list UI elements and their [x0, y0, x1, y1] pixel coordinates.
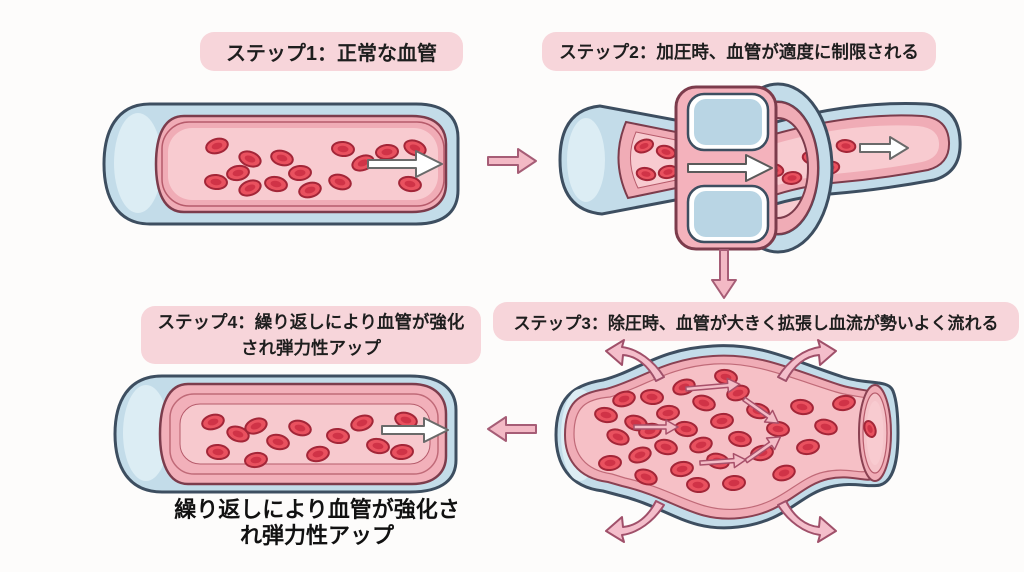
inner-flow-arrow-icon [633, 419, 679, 435]
red-blood-cell [250, 422, 262, 430]
red-blood-cell [796, 403, 808, 411]
flow-arrow-icon [687, 154, 773, 182]
red-blood-cell [312, 450, 324, 458]
red-blood-cell [695, 441, 707, 449]
step1-label: ステップ1：正常な血管 [200, 32, 463, 71]
red-blood-cell [716, 417, 728, 425]
red-blood-cell [232, 169, 244, 177]
red-blood-cell [337, 145, 349, 153]
red-blood-cell [294, 424, 306, 432]
red-blood-cell [250, 456, 262, 464]
red-blood-cell [604, 459, 616, 467]
red-blood-cell [356, 419, 368, 427]
step2-label: ステップ2：加圧時、血管が適度に制限される [542, 32, 936, 71]
red-blood-cell [728, 479, 740, 487]
vessel-step1-normal [102, 102, 460, 226]
expansion-arrow-icon [777, 500, 837, 543]
red-blood-cell [661, 149, 671, 155]
red-blood-cell [210, 178, 222, 186]
red-blood-cell [692, 481, 704, 489]
red-blood-cell [787, 175, 797, 181]
step3-to-step4-arrow-icon [487, 416, 537, 442]
rbc-group [201, 411, 418, 469]
red-blood-cell [680, 425, 692, 433]
red-blood-cell [244, 155, 256, 163]
red-blood-cell [698, 399, 710, 407]
rbc-group [204, 137, 427, 199]
rbc-group-left [633, 138, 679, 182]
red-blood-cell [276, 154, 288, 162]
wall-inner-line [161, 121, 445, 207]
red-blood-cell [663, 169, 673, 175]
vessel-step3-dilated [554, 339, 900, 543]
red-blood-cell [820, 423, 832, 431]
red-blood-cell [838, 399, 850, 407]
red-blood-cell [646, 393, 658, 401]
red-blood-cell [211, 142, 223, 150]
flow-arrow-icon [859, 136, 909, 160]
red-blood-cell [732, 389, 744, 397]
red-blood-cell [396, 448, 408, 456]
step3-label: ステップ3：除圧時、血管が大きく拡張し血流が勢いよく流れる [493, 302, 1019, 341]
red-blood-cell [612, 433, 624, 441]
red-blood-cell [404, 180, 416, 188]
red-blood-cell [212, 448, 224, 456]
red-blood-cell [618, 395, 630, 403]
expansion-arrow-icon [605, 500, 665, 543]
inner-flow-arrows [633, 377, 782, 469]
red-blood-cell [639, 142, 649, 150]
red-blood-cell [232, 430, 244, 438]
flow-arrow-icon [381, 417, 449, 443]
red-blood-cell [207, 418, 219, 426]
red-blood-cell [676, 465, 688, 473]
red-blood-cell [381, 148, 393, 156]
vessel-step4-strengthened [113, 374, 458, 494]
red-blood-cell [641, 171, 651, 177]
step2-to-step3-arrow-icon [711, 249, 737, 299]
vessel-end-highlight [123, 385, 169, 481]
inner-flow-arrow-icon [744, 436, 782, 464]
red-blood-cell [841, 143, 851, 149]
cuff-patch-bottom [694, 191, 762, 237]
bottom-caption: 繰り返しにより血管が強化され弾力性アップ [174, 497, 460, 548]
left-end-highlight [567, 118, 605, 202]
red-blood-cell [400, 416, 412, 424]
red-blood-cell [304, 186, 316, 194]
red-blood-cell [802, 443, 814, 451]
rbc-group [594, 368, 877, 494]
red-blood-cell [734, 435, 746, 443]
red-blood-cell [332, 432, 344, 440]
vessel-end-highlight [114, 113, 162, 213]
red-blood-cell [334, 178, 346, 186]
red-blood-cell [244, 184, 256, 192]
red-blood-cell [357, 159, 369, 167]
red-blood-cell [294, 169, 306, 177]
inner-flow-arrow-icon [685, 377, 741, 394]
red-blood-cell [270, 180, 282, 188]
red-blood-cell [867, 425, 873, 433]
step1-to-step2-arrow-icon [487, 148, 537, 174]
vessel-lumen [168, 128, 438, 200]
red-blood-cell [272, 438, 284, 446]
red-blood-cell [409, 144, 421, 152]
step4-label: ステップ4：繰り返しにより血管が強化され弾力性アップ [141, 306, 481, 364]
red-blood-cell [660, 443, 672, 451]
red-blood-cell [600, 411, 612, 419]
inner-flow-arrow-icon [699, 452, 747, 469]
red-blood-cell [634, 451, 646, 459]
red-blood-cell [372, 442, 384, 450]
red-blood-cell [640, 473, 652, 481]
cuff-patch-top [694, 99, 762, 145]
inner-flow-arrow-icon [742, 396, 780, 424]
red-blood-cell [778, 469, 790, 477]
red-blood-cell [772, 425, 784, 433]
flow-arrow-icon [367, 150, 443, 178]
red-blood-cell [662, 409, 674, 417]
vessel-step2-compressed [558, 82, 962, 254]
